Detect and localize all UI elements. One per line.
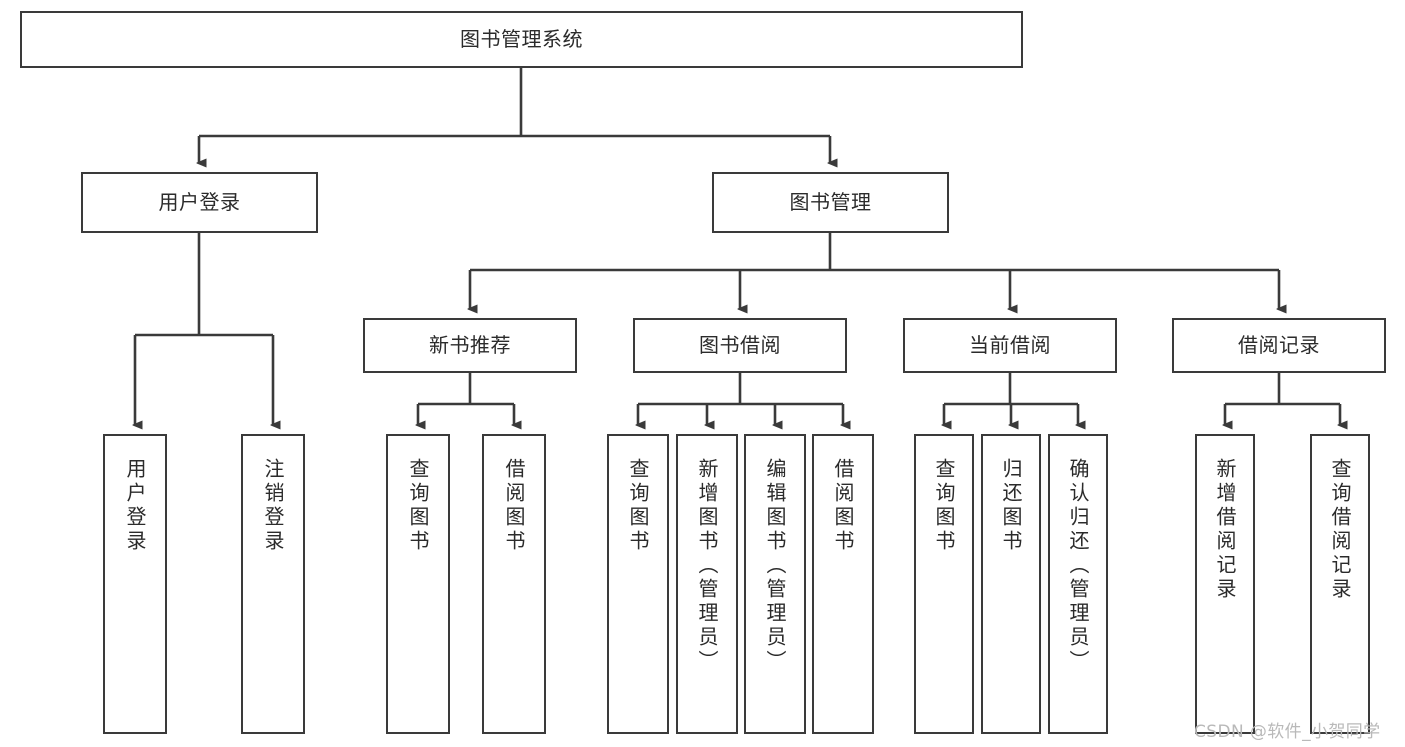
- node-label: 新增图书（管理员）: [695, 458, 719, 674]
- leaf-user-login[interactable]: 用户登录: [103, 434, 167, 734]
- node-label: 查询图书: [406, 458, 430, 554]
- node-label: 编辑图书（管理员）: [763, 458, 787, 674]
- node-root-system[interactable]: 图书管理系统: [20, 11, 1023, 68]
- leaf-borrow-book-recommend[interactable]: 借阅图书: [482, 434, 546, 734]
- node-user-login[interactable]: 用户登录: [81, 172, 318, 233]
- node-book-borrow[interactable]: 图书借阅: [633, 318, 847, 373]
- node-label: 借阅图书: [502, 458, 526, 554]
- node-label: 用户登录: [158, 189, 241, 214]
- leaf-query-book-borrow[interactable]: 查询图书: [607, 434, 669, 734]
- node-label: 图书管理系统: [460, 26, 583, 51]
- node-label: 借阅记录: [1238, 332, 1320, 357]
- leaf-add-book-admin[interactable]: 新增图书（管理员）: [676, 434, 738, 734]
- leaf-query-book-recommend[interactable]: 查询图书: [386, 434, 450, 734]
- node-label: 注销登录: [261, 458, 285, 554]
- node-label: 图书管理: [789, 189, 872, 214]
- csdn-watermark: CSDN @软件_小贺同学: [1194, 722, 1381, 742]
- node-label: 查询借阅记录: [1328, 458, 1352, 602]
- node-label: 查询图书: [932, 458, 956, 554]
- node-label: 确认归还（管理员）: [1066, 458, 1090, 674]
- leaf-logout[interactable]: 注销登录: [241, 434, 305, 734]
- node-label: 归还图书: [999, 458, 1023, 554]
- node-borrow-record[interactable]: 借阅记录: [1172, 318, 1386, 373]
- leaf-return-book[interactable]: 归还图书: [981, 434, 1041, 734]
- leaf-query-borrow-record[interactable]: 查询借阅记录: [1310, 434, 1370, 734]
- leaf-edit-book-admin[interactable]: 编辑图书（管理员）: [744, 434, 806, 734]
- node-new-book-recommend[interactable]: 新书推荐: [363, 318, 577, 373]
- leaf-borrow-book[interactable]: 借阅图书: [812, 434, 874, 734]
- node-label: 新增借阅记录: [1213, 458, 1237, 602]
- leaf-add-borrow-record[interactable]: 新增借阅记录: [1195, 434, 1255, 734]
- node-current-borrow[interactable]: 当前借阅: [903, 318, 1117, 373]
- node-label: 当前借阅: [969, 332, 1051, 357]
- node-book-management[interactable]: 图书管理: [712, 172, 949, 233]
- node-label: 图书借阅: [699, 332, 781, 357]
- leaf-query-book-current[interactable]: 查询图书: [914, 434, 974, 734]
- leaf-confirm-return-admin[interactable]: 确认归还（管理员）: [1048, 434, 1108, 734]
- node-label: 新书推荐: [429, 332, 511, 357]
- node-label: 借阅图书: [831, 458, 855, 554]
- node-label: 查询图书: [626, 458, 650, 554]
- node-label: 用户登录: [123, 458, 147, 554]
